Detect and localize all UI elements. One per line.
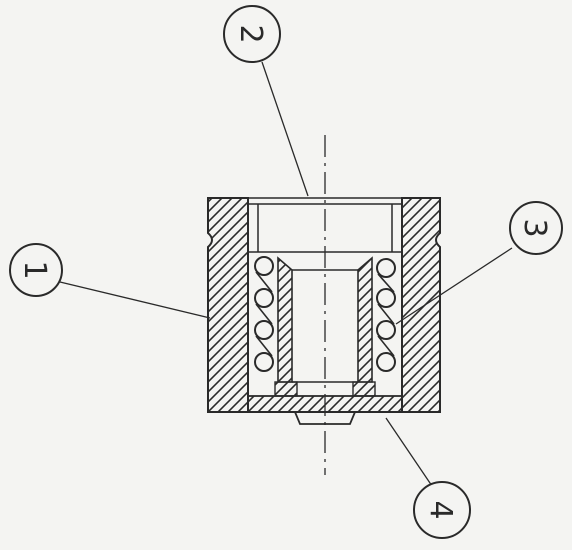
callout-2: 2 (223, 5, 281, 63)
callout-label-2: 2 (233, 24, 268, 43)
leader-line-3 (395, 247, 513, 325)
housing-part-1 (207, 197, 441, 413)
callout-label-1: 1 (17, 260, 52, 279)
callout-1: 1 (9, 243, 63, 297)
spring-part-3 (254, 256, 396, 372)
leader-line-1 (59, 281, 211, 319)
callout-label-4: 4 (423, 500, 458, 519)
callout-3: 3 (509, 201, 563, 255)
leader-line-2 (261, 61, 309, 197)
leader-line-4 (385, 417, 433, 487)
base-plate-part-4 (247, 381, 403, 425)
plunger-part-2 (277, 256, 373, 383)
callout-label-3: 3 (517, 218, 552, 237)
callout-4: 4 (413, 481, 471, 539)
